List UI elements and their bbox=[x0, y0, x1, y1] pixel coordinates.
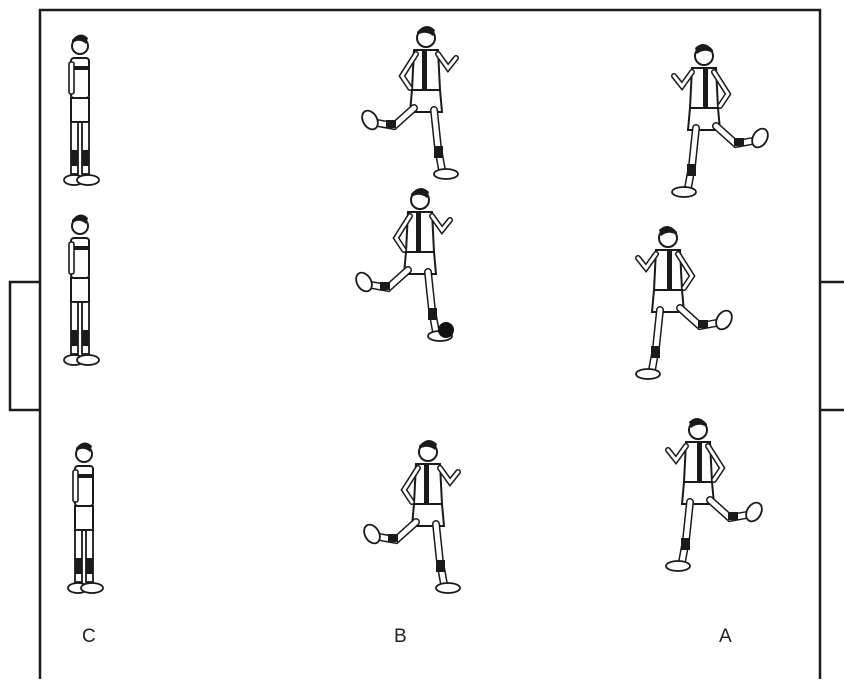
player-c-1 bbox=[64, 34, 99, 185]
player-b-1 bbox=[359, 26, 458, 179]
player-a-1 bbox=[672, 44, 771, 197]
right-goal bbox=[820, 282, 844, 410]
player-c-2 bbox=[64, 214, 99, 365]
player-a-2 bbox=[636, 226, 735, 379]
column-label-c: C bbox=[82, 626, 96, 648]
player-b-2-dribbling bbox=[353, 188, 452, 341]
column-label-a: A bbox=[719, 626, 732, 648]
ball bbox=[438, 322, 454, 338]
player-c-3 bbox=[68, 442, 103, 593]
player-a-3 bbox=[666, 418, 765, 571]
player-b-3 bbox=[361, 440, 460, 593]
column-label-b: B bbox=[394, 626, 407, 648]
left-goal bbox=[10, 282, 40, 410]
